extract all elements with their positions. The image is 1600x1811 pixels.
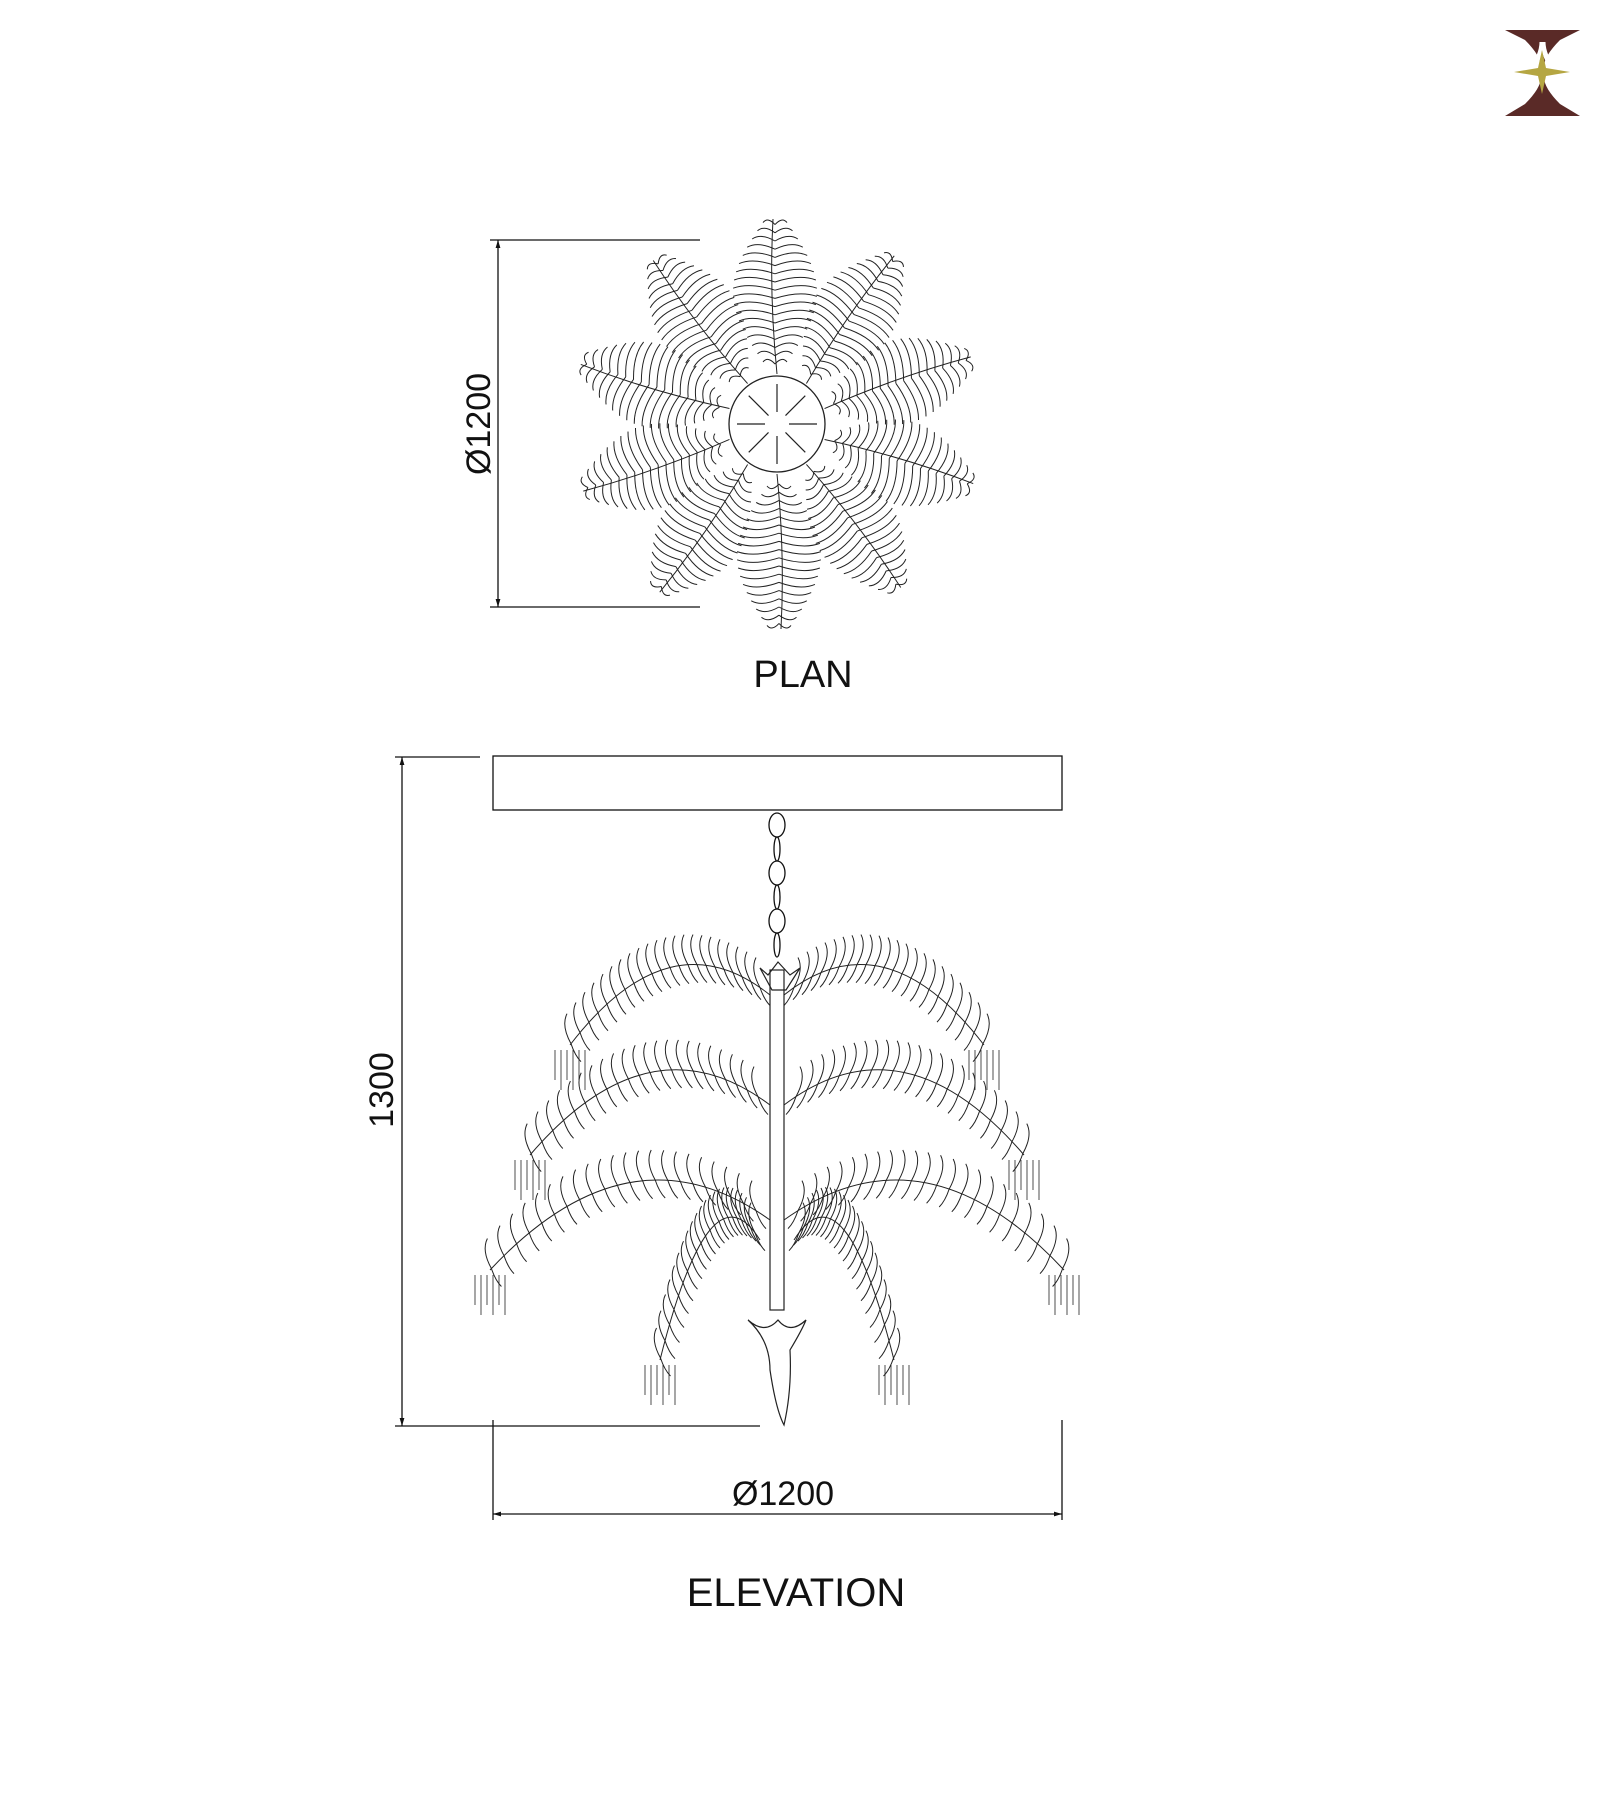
chain bbox=[768, 812, 786, 958]
plan-frond bbox=[736, 473, 822, 630]
elevation-frond bbox=[783, 934, 1000, 1090]
central-stem bbox=[769, 969, 785, 1311]
elevation-height-dimension bbox=[395, 756, 760, 1427]
plan-view bbox=[579, 218, 975, 630]
elevation-height-label: 1300 bbox=[363, 1052, 401, 1128]
plan-diameter-label: Ø1200 bbox=[460, 373, 498, 475]
elevation-frond bbox=[554, 934, 771, 1090]
trunk-ornament bbox=[747, 961, 807, 1427]
elevation-frond bbox=[474, 1149, 771, 1315]
plan-frond bbox=[824, 419, 975, 507]
elevation-frond bbox=[783, 1149, 1080, 1315]
plan-title: PLAN bbox=[753, 654, 852, 696]
elevation-diameter-dimension bbox=[492, 1420, 1063, 1520]
ceiling-canopy bbox=[492, 755, 1063, 811]
elevation-frond bbox=[783, 1039, 1040, 1200]
elevation-view bbox=[474, 934, 1080, 1427]
plan-frond bbox=[646, 254, 749, 384]
plan-frond bbox=[805, 464, 908, 594]
plan-dimension bbox=[490, 239, 700, 608]
plan-frond bbox=[579, 341, 730, 429]
plan-frond bbox=[801, 252, 904, 384]
star-icon bbox=[1514, 50, 1570, 94]
brand-logo bbox=[1505, 30, 1580, 116]
elevation-diameter-label: Ø1200 bbox=[732, 1475, 834, 1513]
plan-frond bbox=[824, 337, 974, 425]
elevation-frond bbox=[644, 1186, 766, 1405]
plan-frond bbox=[732, 218, 818, 375]
elevation-frond bbox=[788, 1186, 910, 1405]
elevation-frond bbox=[514, 1039, 771, 1200]
elevation-title: ELEVATION bbox=[687, 1571, 906, 1615]
plan-frond bbox=[580, 423, 730, 511]
plan-frond bbox=[650, 464, 753, 596]
